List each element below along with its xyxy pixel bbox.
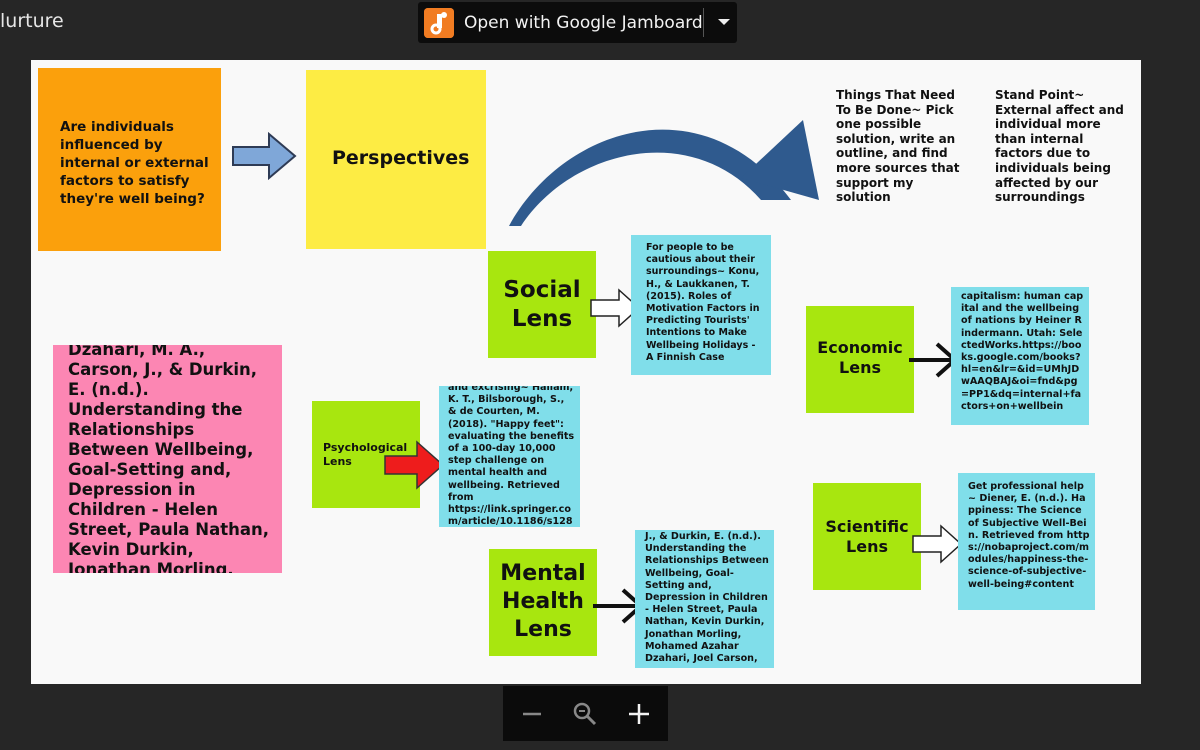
psychological-lens-text: Psychological Lens <box>323 441 408 468</box>
open-button-label: Open with Google Jamboard <box>464 12 703 33</box>
standpoint-text: Stand Point~ External affect and individ… <box>995 88 1124 205</box>
social-source-sticky-note[interactable]: For people to be cautious about their su… <box>631 235 771 375</box>
question-text: Are individuals influenced by internal o… <box>60 119 209 207</box>
citation-sticky-note[interactable]: Dzahari, M. A., Carson, J., & Durkin, E.… <box>53 345 282 573</box>
social-lens-sticky-note[interactable]: Social Lens <box>488 251 596 358</box>
jam-title: lurture <box>0 10 64 32</box>
zoom-controls <box>503 686 668 741</box>
open-with-jamboard-button[interactable]: Open with Google Jamboard <box>418 2 737 43</box>
economic-source-text: capitalism: human capital and the wellbe… <box>961 291 1084 412</box>
plus-icon[interactable] <box>625 700 653 728</box>
mental-health-lens-sticky-note[interactable]: Mental Health Lens <box>489 549 597 656</box>
chevron-down-icon[interactable] <box>714 12 734 32</box>
psychological-lens-sticky-note[interactable]: Psychological Lens <box>312 401 420 508</box>
social-lens-text: Social Lens <box>503 277 581 332</box>
scientific-lens-text: Scientific Lens <box>825 517 909 556</box>
social-source-text: For people to be cautious about their su… <box>646 242 760 363</box>
minus-icon[interactable] <box>518 700 546 728</box>
outline-arrow-social <box>590 288 641 328</box>
button-divider <box>703 8 704 37</box>
scientific-source-text: Get professional help~ Diener, E. (n.d.)… <box>968 481 1090 590</box>
scientific-lens-sticky-note[interactable]: Scientific Lens <box>813 483 921 590</box>
curved-arrow-shape <box>509 120 819 226</box>
economic-lens-text: Economic Lens <box>817 338 903 377</box>
jamboard-canvas[interactable]: Are individuals influenced by internal o… <box>31 60 1141 684</box>
todo-text: Things That Need To Be Done~ Pick one po… <box>836 88 960 205</box>
right-arrow-shape <box>232 132 297 180</box>
outline-arrow-scientific <box>912 524 963 564</box>
question-sticky-note[interactable]: Are individuals influenced by internal o… <box>38 68 221 251</box>
red-arrow-shape <box>384 440 445 490</box>
perspectives-text: Perspectives <box>332 147 470 169</box>
zoom-magnifier-icon[interactable] <box>571 700 599 728</box>
citation-text: Dzahari, M. A., Carson, J., & Durkin, E.… <box>68 345 269 573</box>
economic-source-sticky-note[interactable]: capitalism: human capital and the wellbe… <box>951 287 1089 425</box>
scientific-source-sticky-note[interactable]: Get professional help~ Diener, E. (n.d.)… <box>958 473 1095 610</box>
top-bar: lurture Open with Google Jamboard <box>0 0 1200 46</box>
psychological-source-sticky-note[interactable]: and excrising~ Hallam, K. T., Bilsboroug… <box>439 386 580 527</box>
psychological-source-text: and excrising~ Hallam, K. T., Bilsboroug… <box>448 386 575 527</box>
perspectives-sticky-note[interactable]: Perspectives <box>306 70 486 249</box>
mental-health-source-text: J., & Durkin, E. (n.d.). Understanding t… <box>645 531 769 665</box>
mental-health-lens-text: Mental Health Lens <box>500 561 586 642</box>
mental-health-source-sticky-note[interactable]: J., & Durkin, E. (n.d.). Understanding t… <box>635 530 774 668</box>
economic-lens-sticky-note[interactable]: Economic Lens <box>806 306 914 413</box>
jamboard-logo-icon <box>424 7 454 38</box>
